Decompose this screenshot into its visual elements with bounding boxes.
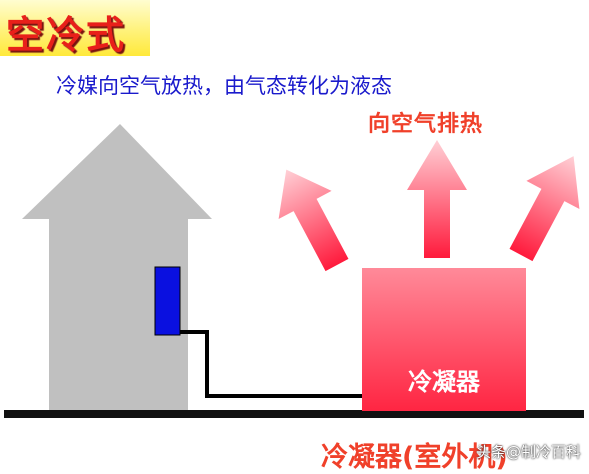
condenser-box	[362, 268, 526, 411]
heat-arrow-left	[278, 169, 349, 272]
indoor-evaporator	[154, 266, 181, 336]
house-shape	[22, 124, 212, 412]
heat-arrow-center	[407, 140, 467, 258]
diagram-title: 空冷式	[6, 13, 127, 57]
ground-line	[4, 410, 584, 418]
condenser-box-label: 冷凝器	[408, 368, 480, 396]
title-banner: 空冷式	[0, 0, 150, 57]
heat-arrow-right	[509, 156, 580, 262]
heat-release-label: 向空气排热	[368, 112, 484, 137]
watermark-text: 头条@制冷百科	[476, 443, 582, 461]
refrigerant-pipe	[180, 330, 362, 398]
description-text: 冷媒向空气放热，由气态转化为液态	[56, 74, 392, 98]
outdoor-unit-label: 冷凝器(室外机)	[321, 442, 508, 473]
